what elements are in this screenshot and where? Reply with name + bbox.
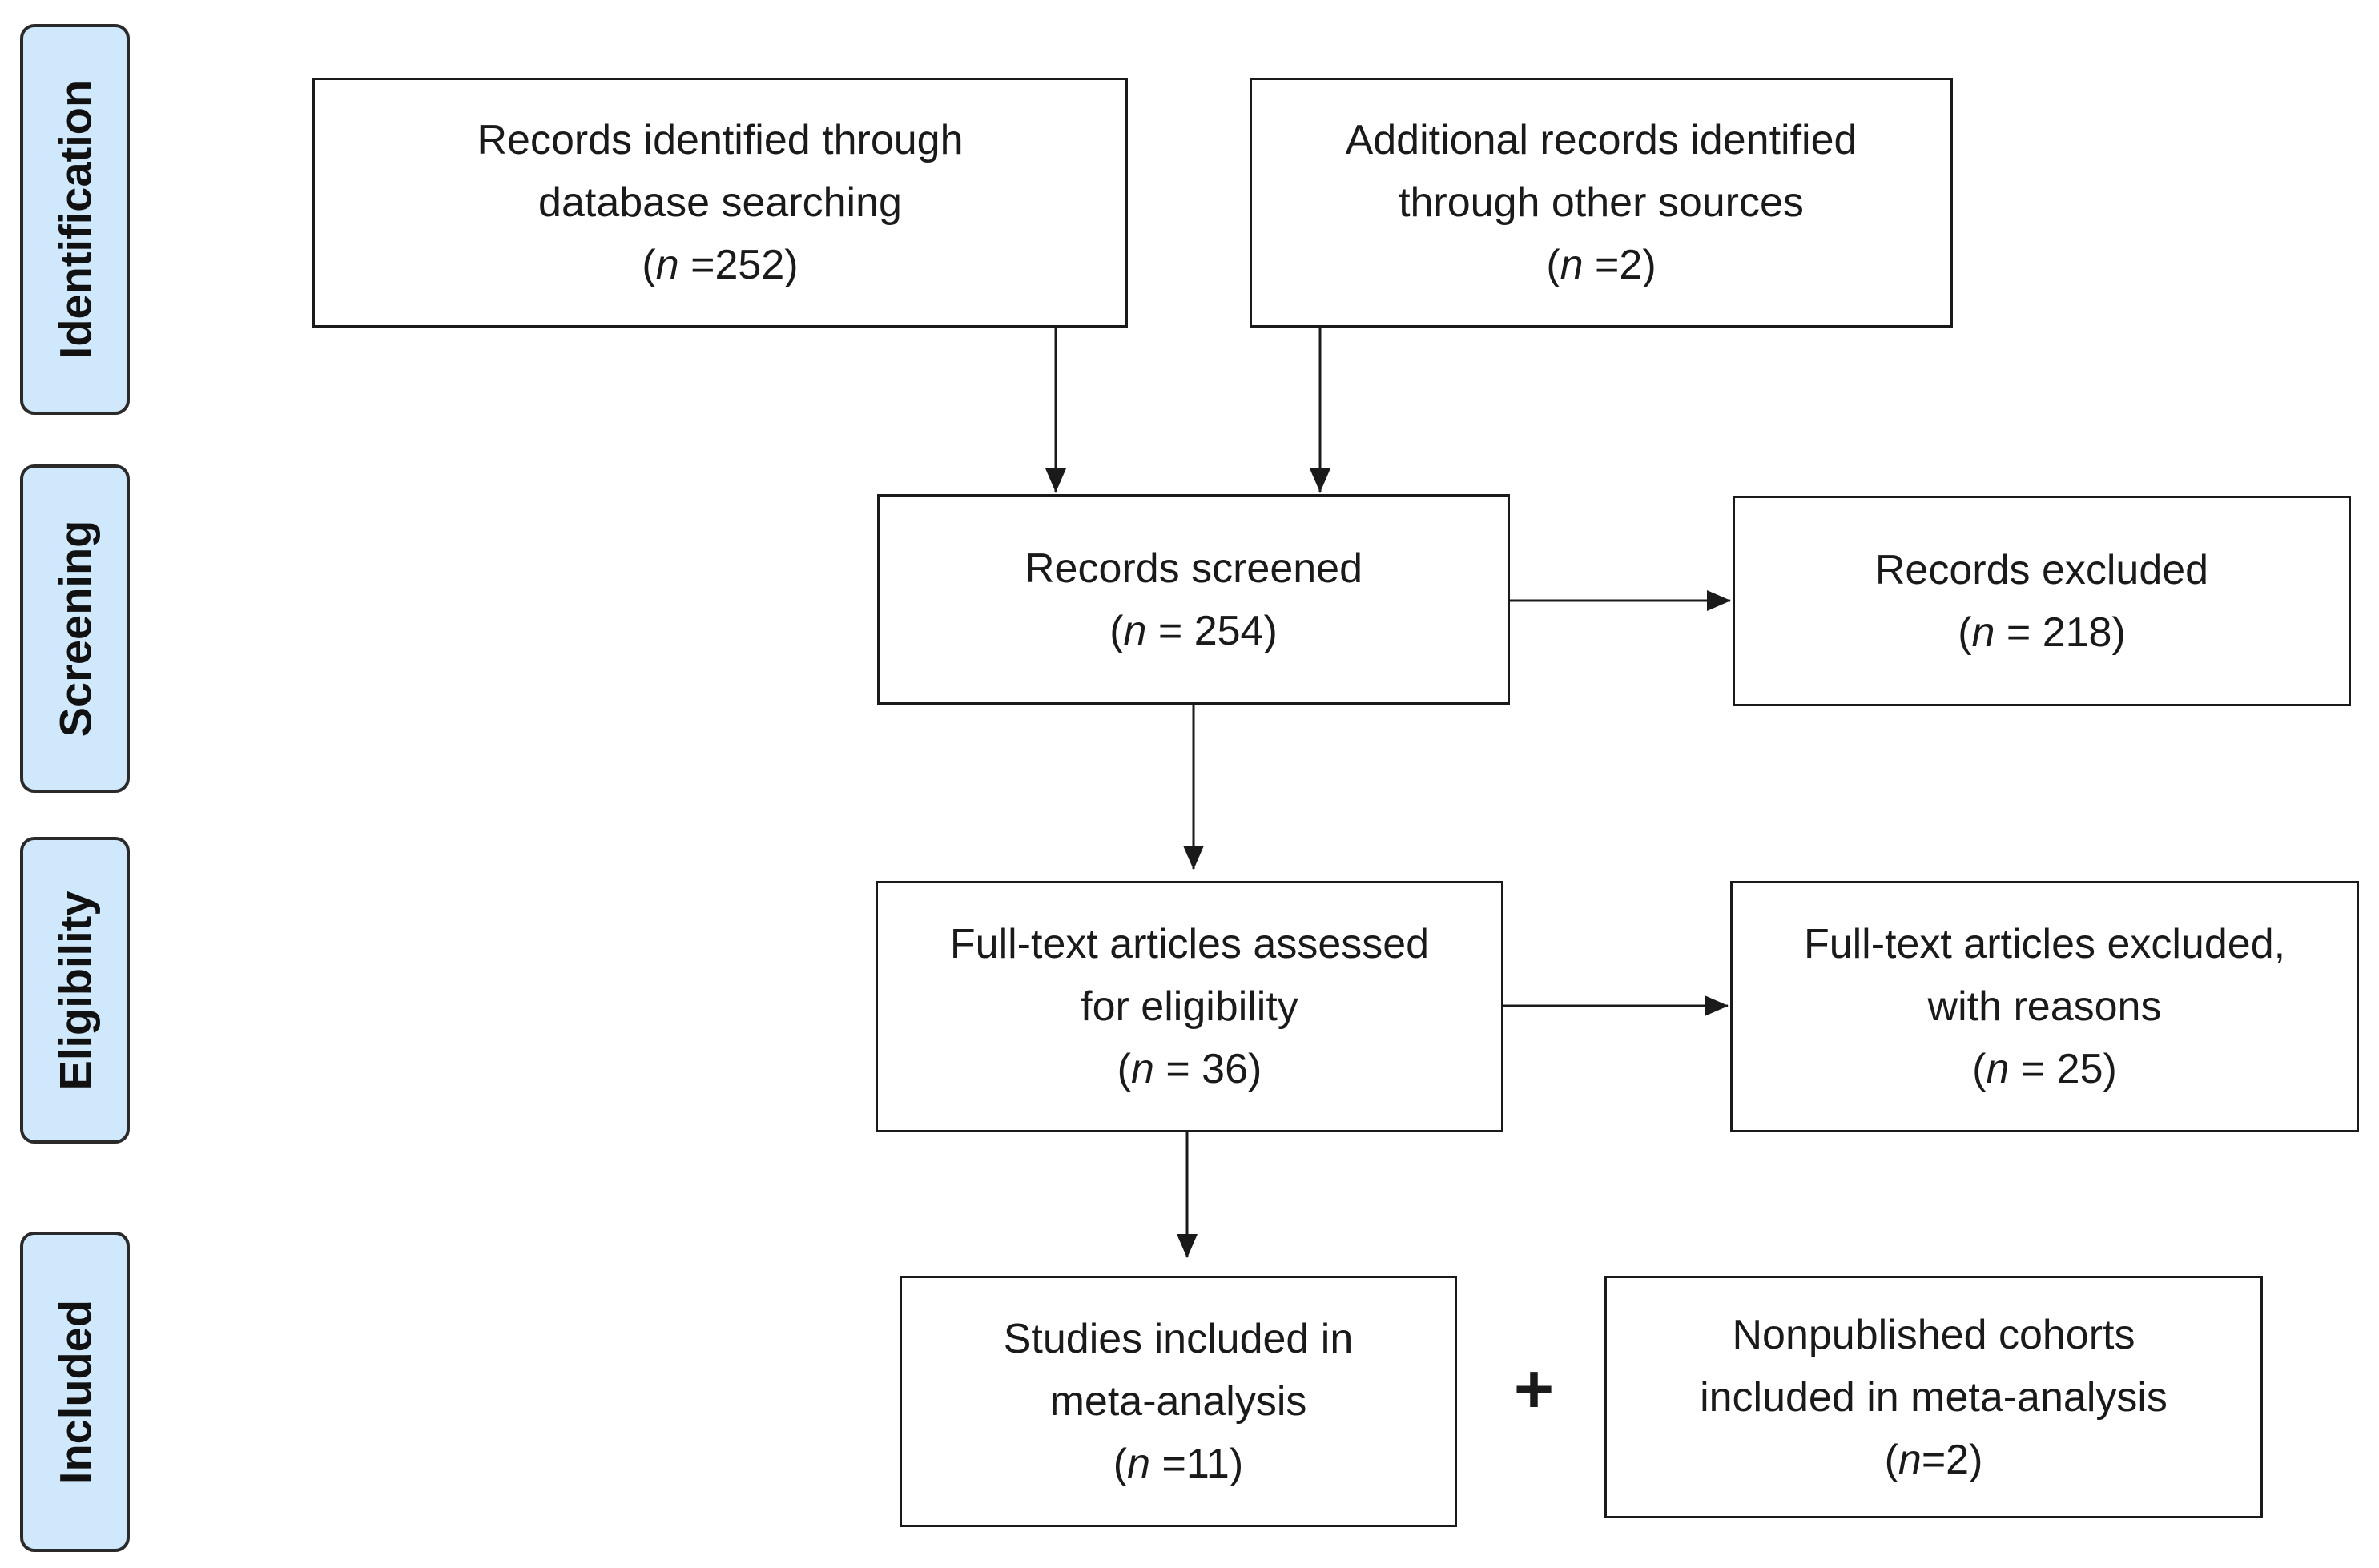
count-variable: n: [655, 242, 679, 288]
count-value: = 254): [1146, 607, 1278, 654]
box-fulltext-assessed: Full-text articles assessed for eligibil…: [876, 881, 1503, 1132]
count-variable: n: [1898, 1436, 1922, 1483]
count-value: =252): [678, 242, 799, 288]
box-line: for eligibility: [1081, 983, 1298, 1030]
box-nonpublished-cohorts-text: Nonpublished cohorts included in meta-an…: [1700, 1304, 2168, 1491]
count-open: (: [1113, 1441, 1128, 1487]
box-line: through other sources: [1399, 179, 1804, 226]
box-records-excluded: Records excluded (n = 218): [1733, 496, 2351, 706]
stage-tab-screening: Screening: [20, 464, 130, 793]
count-variable: n: [1986, 1046, 2010, 1092]
box-line: Nonpublished cohorts: [1732, 1311, 2135, 1358]
stage-tab-eligibility: Eligibility: [20, 837, 130, 1144]
box-line: meta-analysis: [1049, 1378, 1307, 1425]
plus-sign: +: [1513, 1351, 1555, 1428]
count-variable: n: [1130, 1046, 1154, 1092]
stage-tab-identification: Identification: [20, 24, 130, 415]
count-open: (: [1958, 609, 1972, 656]
box-line: Studies included in: [1003, 1316, 1354, 1362]
box-fulltext-excluded-text: Full-text articles excluded, with reason…: [1804, 913, 2285, 1100]
box-count: (n = 36): [950, 1038, 1429, 1100]
box-other-sources-records: Additional records identified through ot…: [1250, 78, 1953, 328]
box-other-sources-records-text: Additional records identified through ot…: [1346, 109, 1858, 296]
box-line: with reasons: [1927, 983, 2162, 1030]
count-open: (: [1117, 1046, 1131, 1092]
box-count: (n =252): [477, 234, 963, 296]
count-open: (: [1546, 242, 1560, 288]
count-variable: n: [1123, 607, 1147, 654]
box-database-records-text: Records identified through database sear…: [477, 109, 963, 296]
box-count: (n = 254): [1024, 600, 1363, 662]
count-value: =2): [1583, 242, 1656, 288]
box-studies-included: Studies included in meta-analysis (n =11…: [900, 1276, 1457, 1527]
box-line: Records excluded: [1874, 546, 2209, 593]
count-open: (: [1884, 1436, 1898, 1483]
box-line: Records identified through: [477, 117, 964, 163]
count-value: =11): [1150, 1441, 1244, 1487]
stage-tab-included: Included: [20, 1232, 130, 1552]
count-variable: n: [1127, 1441, 1151, 1487]
count-value: = 25): [2009, 1046, 2117, 1092]
box-nonpublished-cohorts: Nonpublished cohorts included in meta-an…: [1604, 1276, 2263, 1518]
count-value: = 36): [1153, 1046, 1262, 1092]
box-count: (n =2): [1346, 234, 1858, 296]
box-line: database searching: [538, 179, 902, 226]
box-fulltext-assessed-text: Full-text articles assessed for eligibil…: [950, 913, 1429, 1100]
box-count: (n = 218): [1875, 601, 2208, 664]
box-database-records: Records identified through database sear…: [312, 78, 1128, 328]
box-line: Additional records identified: [1345, 117, 1858, 163]
box-line: Full-text articles excluded,: [1803, 921, 2286, 967]
box-records-screened-text: Records screened (n = 254): [1024, 537, 1363, 662]
box-count: (n=2): [1700, 1429, 2168, 1491]
count-open: (: [642, 242, 656, 288]
count-variable: n: [1560, 242, 1584, 288]
box-records-excluded-text: Records excluded (n = 218): [1875, 539, 2208, 664]
box-fulltext-excluded: Full-text articles excluded, with reason…: [1730, 881, 2359, 1132]
count-variable: n: [1971, 609, 1995, 656]
box-line: included in meta-analysis: [1700, 1373, 2168, 1421]
box-studies-included-text: Studies included in meta-analysis (n =11…: [1004, 1308, 1354, 1495]
box-line: Records screened: [1024, 545, 1363, 592]
box-line: Full-text articles assessed: [949, 921, 1430, 967]
count-value: = 218): [1995, 609, 2126, 656]
box-count: (n =11): [1004, 1433, 1354, 1495]
count-open: (: [1972, 1046, 1987, 1092]
box-records-screened: Records screened (n = 254): [877, 494, 1510, 705]
box-count: (n = 25): [1804, 1038, 2285, 1100]
count-value: =2): [1921, 1436, 1983, 1483]
count-open: (: [1109, 607, 1124, 654]
